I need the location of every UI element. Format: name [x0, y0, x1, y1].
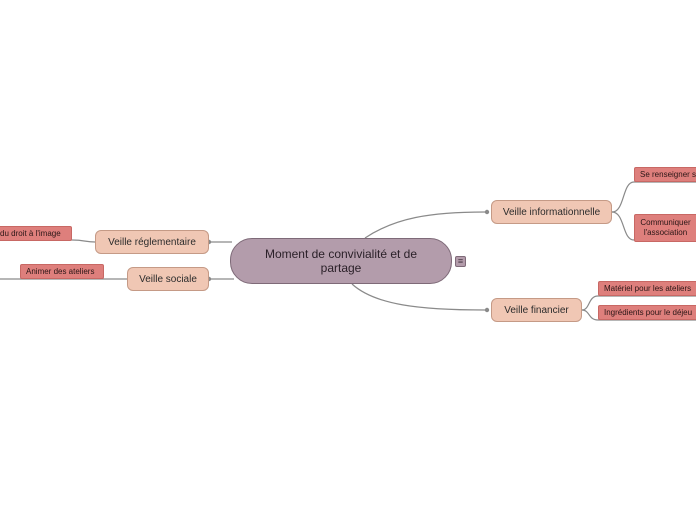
connector-info-leaf-1 — [611, 181, 696, 213]
branch-label: Veille financier — [504, 304, 569, 316]
leaf-label: Communiquer l'association — [640, 218, 691, 237]
connector-fin-leaf-1 — [581, 295, 696, 311]
leaf-droit-image[interactable]: du droit à l'image — [0, 226, 72, 241]
connector-informationnelle — [364, 211, 486, 239]
central-topic[interactable]: Moment de convivialité et de partage — [230, 238, 452, 284]
branch-label: Veille informationnelle — [502, 206, 601, 218]
connector-info-leaf-2 — [611, 211, 696, 241]
leaf-label: Se renseigner s — [640, 170, 696, 179]
branch-veille-informationnelle[interactable]: Veille informationnelle — [491, 200, 612, 224]
connector-dot-informationnelle — [484, 209, 490, 215]
leaf-label: Animer des ateliers — [26, 267, 95, 276]
leaf-communiquer[interactable]: Communiquer l'association — [634, 214, 696, 242]
branch-veille-financier[interactable]: Veille financier — [491, 298, 582, 322]
leaf-ingredients[interactable]: Ingrédients pour le déjeu — [598, 305, 696, 320]
connector-regl-leaf — [0, 239, 96, 243]
leaf-label: Ingrédients pour le déjeu — [604, 308, 693, 317]
leaf-se-renseigner[interactable]: Se renseigner s — [634, 167, 696, 182]
central-topic-label: Moment de convivialité et de partage — [264, 247, 418, 275]
connector-financier — [351, 283, 486, 311]
leaf-label: du droit à l'image — [0, 229, 61, 238]
branch-veille-sociale[interactable]: Veille sociale — [127, 267, 209, 291]
leaf-label: Matériel pour les ateliers — [604, 284, 692, 293]
leaf-materiel[interactable]: Matériel pour les ateliers — [598, 281, 696, 296]
connector-fin-leaf-2 — [581, 309, 696, 321]
leaf-animer-ateliers[interactable]: Animer des ateliers — [20, 264, 104, 279]
branch-veille-reglementaire[interactable]: Veille réglementaire — [95, 230, 209, 254]
branch-label: Veille sociale — [139, 273, 197, 285]
branch-label: Veille réglementaire — [108, 236, 196, 248]
connector-dot-financier — [484, 307, 490, 313]
list-icon[interactable]: ≡ — [455, 256, 466, 267]
